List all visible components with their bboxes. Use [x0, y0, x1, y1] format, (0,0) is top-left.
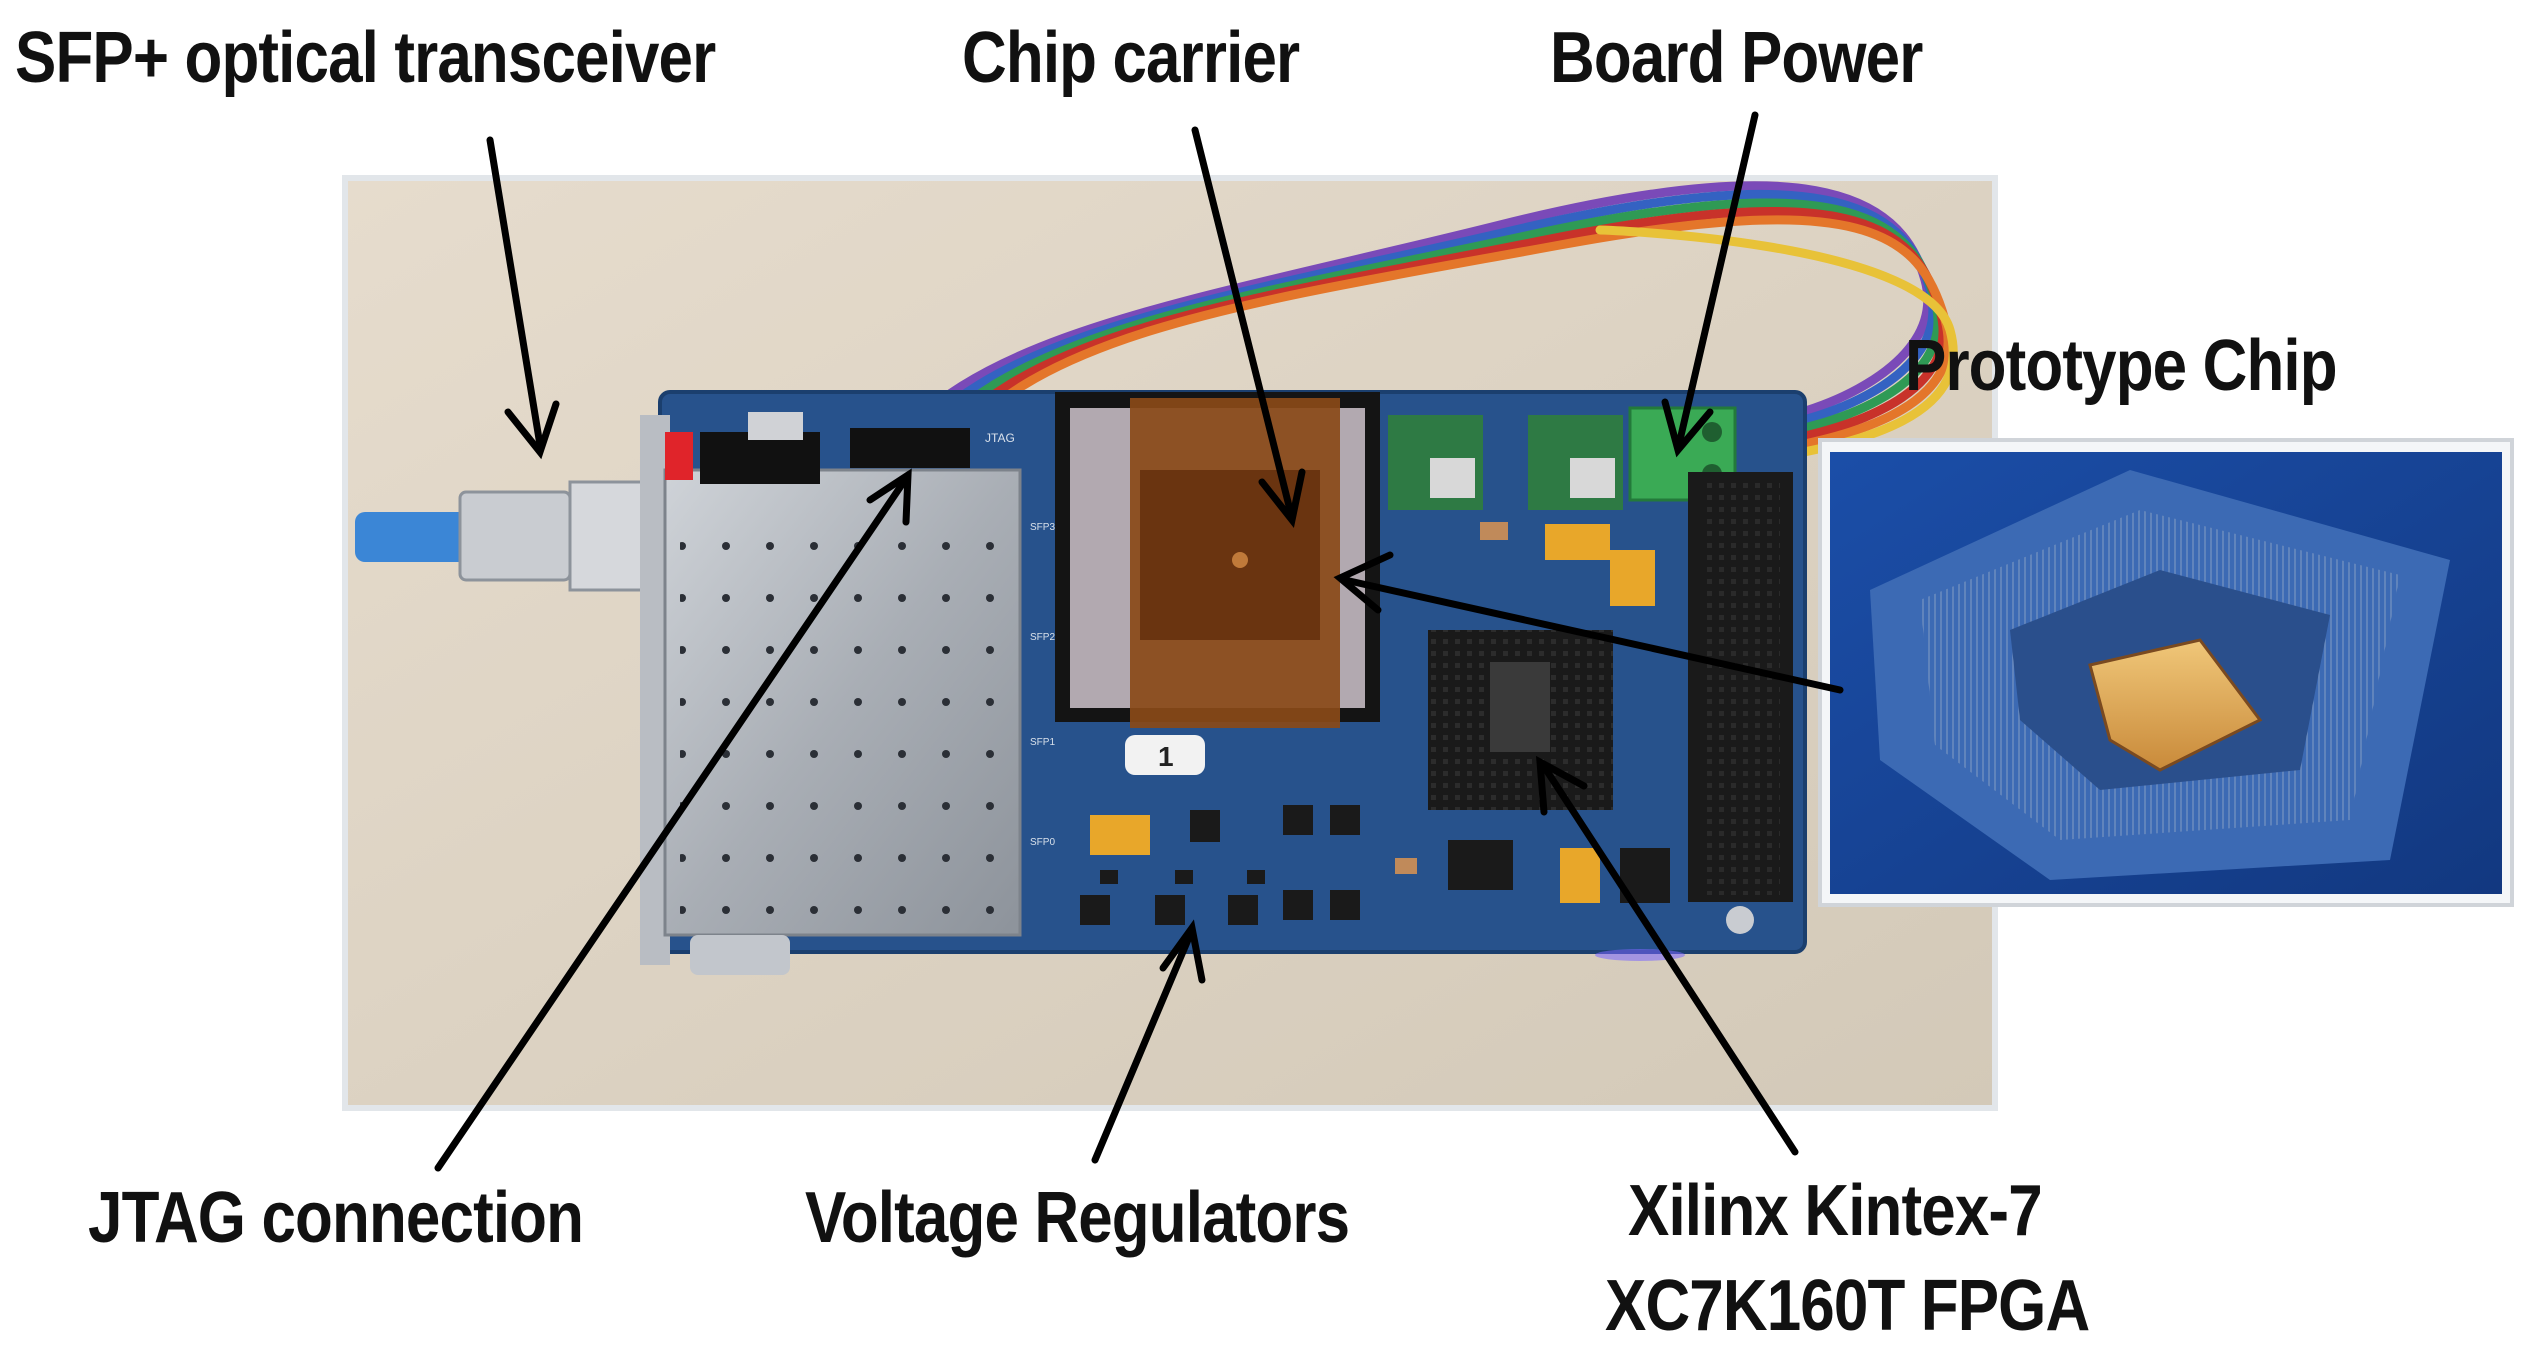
arrowhead-fpga — [1535, 755, 1588, 816]
arrow-prototype-chip — [1341, 576, 1844, 694]
label-sfp-optical-transceiver: SFP+ optical transceiver — [15, 18, 716, 98]
arrow-sfp — [486, 136, 544, 449]
arrow-chip-carrier — [1191, 126, 1294, 514]
power-modules — [1388, 415, 1623, 510]
label-prototype-chip: Prototype Chip — [1905, 326, 2338, 406]
arrow-jtag — [434, 476, 909, 1172]
arrow-fpga — [1541, 764, 1799, 1156]
ethernet-cable — [355, 480, 647, 592]
sfp-latch — [700, 432, 820, 484]
label-fpga-line2: XC7K160T FPGA — [1605, 1266, 2090, 1346]
sfp-silk-3: SFP3 — [1030, 522, 1055, 533]
label-chip-carrier: Chip carrier — [962, 18, 1300, 98]
card-number: 1 — [1158, 741, 1174, 772]
label-jtag-connection: JTAG connection — [88, 1178, 584, 1258]
arrowhead-board-power — [1661, 398, 1714, 458]
sfp-silk-1: SFP1 — [1030, 737, 1055, 748]
callout-arrows — [434, 111, 1844, 1172]
sfp-silk-2: SFP2 — [1030, 632, 1055, 643]
label-voltage-regulators: Voltage Regulators — [805, 1178, 1350, 1258]
sfp-silk-0: SFP0 — [1030, 837, 1055, 848]
arrow-board-power — [1676, 111, 1759, 444]
jtag-header — [850, 428, 970, 468]
voltage-regulator-components — [1080, 805, 1670, 925]
arrowhead-voltage-regulators — [1159, 919, 1206, 984]
label-board-power: Board Power — [1550, 18, 1923, 98]
card-number-sticker — [1125, 735, 1205, 775]
arrowhead-sfp — [504, 400, 560, 460]
label-fpga-line1: Xilinx Kintex-7 — [1628, 1171, 2043, 1251]
arrow-voltage-regulators — [1091, 931, 1194, 1164]
board-passives — [1090, 522, 1655, 903]
arrowhead-jtag — [866, 468, 912, 526]
arrowhead-chip-carrier — [1258, 468, 1306, 529]
arrowhead-prototype-chip — [1333, 551, 1394, 614]
status-led — [665, 432, 693, 480]
jtag-silkscreen: JTAG — [985, 431, 1015, 445]
